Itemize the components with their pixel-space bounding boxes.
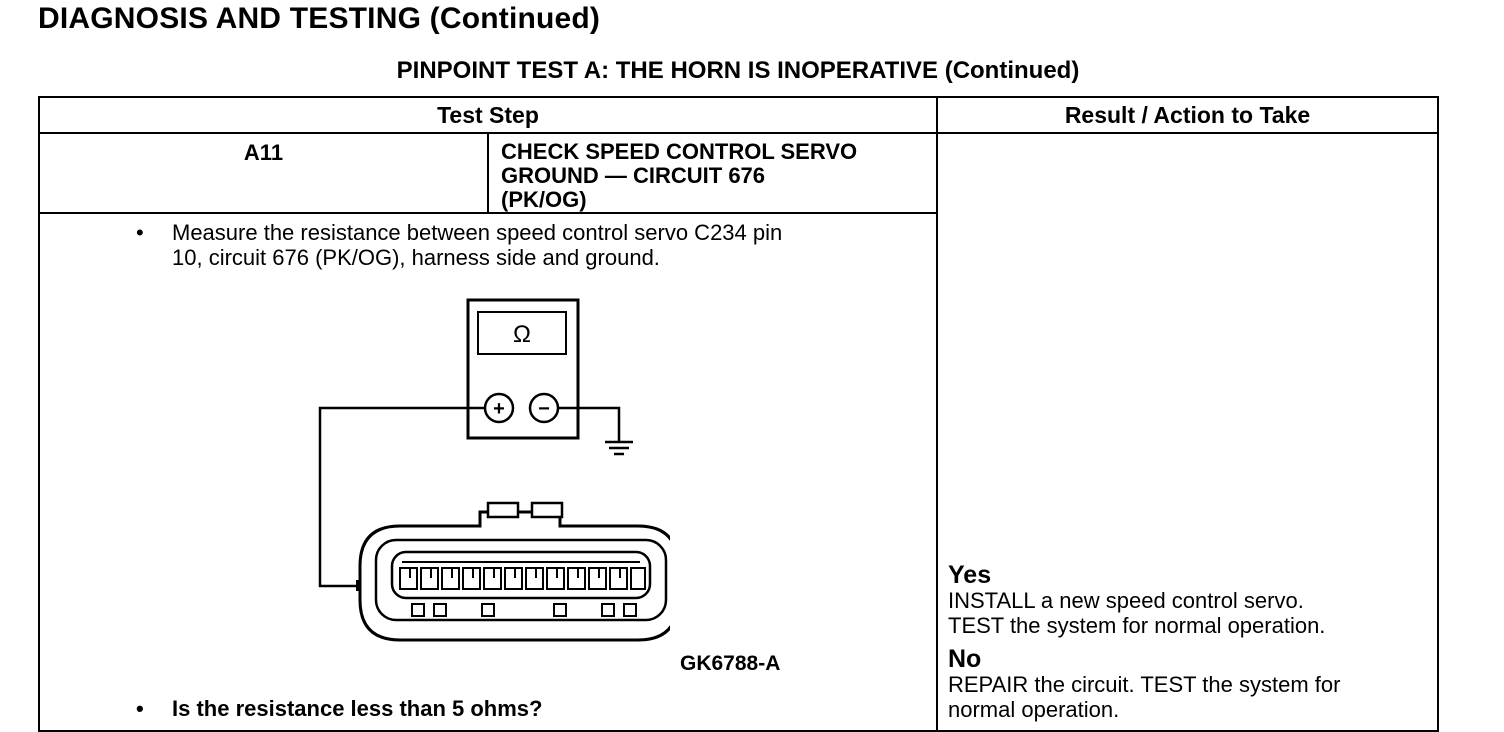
step-title-line-1: CHECK SPEED CONTROL SERVO GROUND — CIRCU… <box>501 139 858 188</box>
yes-action-line-1: INSTALL a new speed control servo. <box>948 588 1304 613</box>
connector-keys <box>411 603 637 617</box>
table-header-row: Test Step Result / Action to Take <box>38 96 1439 134</box>
ground-lead <box>558 406 621 442</box>
instruction-text: Measure the resistance between speed con… <box>172 220 782 270</box>
no-action: REPAIR the circuit. TEST the system for … <box>948 672 1429 722</box>
yes-action: INSTALL a new speed control servo. TEST … <box>948 588 1429 638</box>
positive-lead <box>318 406 485 588</box>
positive-symbol: + <box>493 398 505 420</box>
step-title-row: A11 CHECK SPEED CONTROL SERVO GROUND — C… <box>38 132 1439 732</box>
yes-action-line-2: TEST the system for normal operation. <box>948 613 1326 638</box>
ohmmeter-connector-diagram: Ω + − <box>318 298 670 642</box>
instruction-line-1: Measure the resistance between speed con… <box>172 220 783 245</box>
pinpoint-test-table: Test Step Result / Action to Take A11 CH… <box>38 96 1439 732</box>
result-content: Yes INSTALL a new speed control servo. T… <box>948 562 1429 722</box>
question-text: Is the resistance less than 5 ohms? <box>172 696 543 721</box>
result-header: Result / Action to Take <box>936 96 1439 134</box>
step-body-cell: • Measure the resistance between speed c… <box>38 212 938 732</box>
no-action-line-2: normal operation. <box>948 697 1120 722</box>
step-body-row: • Measure the resistance between speed c… <box>38 212 1438 732</box>
yes-label: Yes <box>948 561 992 589</box>
figure-code: GK6788-A <box>680 652 781 675</box>
step-title-line-2: (PK/OG) <box>501 187 587 212</box>
no-label: No <box>948 645 982 673</box>
step-title: CHECK SPEED CONTROL SERVO GROUND — CIRCU… <box>487 132 938 214</box>
pinpoint-test-title: PINPOINT TEST A: THE HORN IS INOPERATIVE… <box>396 57 1080 84</box>
locking-tab-left <box>486 501 520 519</box>
step-id: A11 <box>38 132 489 214</box>
instruction-line-2: 10, circuit 676 (PK/OG), harness side an… <box>172 245 660 270</box>
ground-symbol-icon <box>605 440 633 456</box>
no-action-line-1: REPAIR the circuit. TEST the system for <box>948 672 1341 697</box>
ohmmeter-display <box>477 311 567 355</box>
ohm-symbol-icon: Ω <box>513 321 531 348</box>
page-heading: DIAGNOSIS AND TESTING (Continued) <box>38 2 601 35</box>
negative-symbol: − <box>538 398 550 420</box>
test-step-header: Test Step <box>38 96 938 134</box>
connector-pins <box>399 567 646 590</box>
result-cell: Yes INSTALL a new speed control servo. T… <box>936 132 1439 732</box>
bullet-icon: • <box>136 696 144 721</box>
locking-tab-right <box>530 501 564 519</box>
bullet-icon: • <box>136 220 144 245</box>
